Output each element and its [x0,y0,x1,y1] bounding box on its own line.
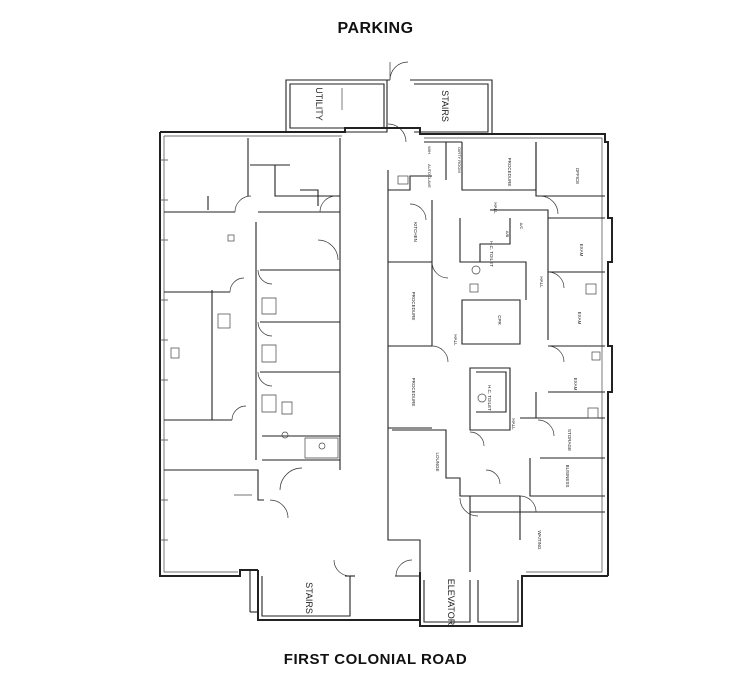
label-hall-3: HALL [453,334,458,346]
first-colonial-road-label: FIRST COLONIAL ROAD [283,651,468,668]
label-lounge: LOUNGE [435,452,440,471]
label-hc-toilet-1: H.C. TOILET [489,241,494,267]
label-procedure-1: PROCEDURE [507,158,512,187]
label-wh: W/H [427,146,432,154]
label-exam-3: EXAM [573,378,578,391]
label-stairs-top: STAIRS [440,90,450,122]
bottom-annex [261,559,519,623]
label-ab: A/B [505,231,510,238]
label-utility: UTILITY [314,87,324,121]
label-exam-1: EXAM [579,244,584,257]
label-hall-1: HALL [493,202,498,214]
label-procedure-3: PROCEDURE [411,378,416,407]
label-hc-toilet-2: H.C. TOILET [487,385,492,411]
label-ac: A/C [519,223,524,230]
west-wing [160,138,341,541]
label-stairs-bottom: STAIRS [304,582,314,614]
room-labels: UTILITY STAIRS STAIRS ELEVATOR PROCEDURE… [304,87,584,626]
label-office: OFFICE [575,168,580,185]
label-cpr: CPR [497,315,502,325]
label-hall-4: HALL [511,418,516,430]
parking-label: PARKING [337,20,414,37]
east-wing [387,141,605,572]
label-autoclave: AUTOCLAVE [427,164,432,188]
label-waiting: WAITING [537,530,542,550]
label-elevator: ELEVATOR [446,579,456,626]
label-dirty-room: DIRTY ROOM [457,147,462,172]
label-procedure-2: PROCEDURE [411,292,416,321]
label-exam-2: EXAM [577,312,582,325]
label-storage: STORAGE [567,429,572,451]
outer-walls [159,127,613,627]
label-hall-2: HALL [539,276,544,288]
label-kitchen: KITCHEN [413,222,418,242]
label-business: BUSINESS [565,465,570,488]
